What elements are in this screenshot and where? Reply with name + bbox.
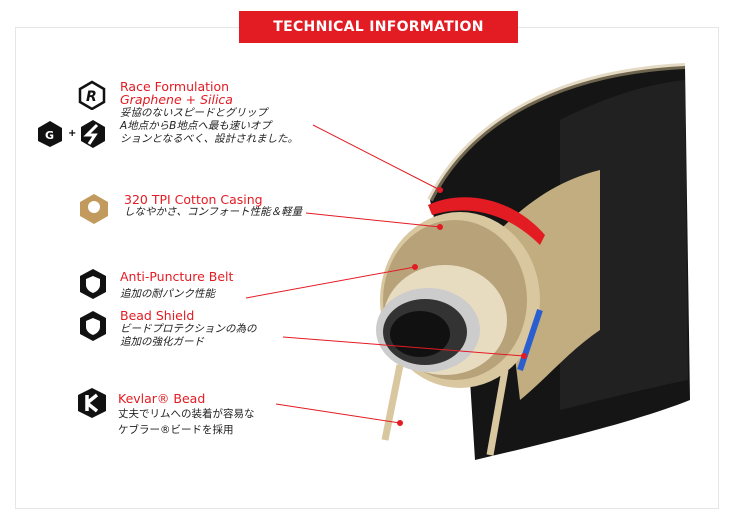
- svg-text:G: G: [45, 129, 54, 142]
- feature-subtitle-race: Graphene + Silica: [120, 92, 233, 107]
- silica-icon: [81, 120, 105, 148]
- feature-title-kevlar: Kevlar® Bead: [118, 391, 206, 406]
- race-r-icon: R: [78, 80, 106, 110]
- feature-desc-kevlar: 丈夫でリムへの装着が容易なケブラー®ビードを採用: [118, 408, 255, 436]
- feature-desc-cotton: しなやかさ、コンフォート性能＆軽量: [124, 206, 303, 218]
- feature-title-race: Race Formulation: [120, 79, 230, 94]
- feature-title-antipuncture: Anti-Puncture Belt: [120, 269, 234, 284]
- section-banner: TECHNICAL INFORMATION: [239, 11, 518, 43]
- feature-title-cotton: 320 TPI Cotton Casing: [124, 192, 263, 207]
- shield-icon: [80, 311, 106, 341]
- cotton-icon: [80, 194, 108, 224]
- feature-title-beadshield: Bead Shield: [120, 308, 195, 323]
- feature-desc-antipuncture: 追加の耐パンク性能: [120, 288, 216, 300]
- feature-desc-beadshield: ビードプロテクションの為の追加の強化ガード: [120, 323, 257, 348]
- svg-text:R: R: [86, 89, 97, 105]
- graphene-icon: G: [38, 121, 62, 147]
- kevlar-k-icon: [78, 388, 106, 418]
- plus-sign: +: [68, 128, 77, 139]
- shield-icon: [80, 269, 106, 299]
